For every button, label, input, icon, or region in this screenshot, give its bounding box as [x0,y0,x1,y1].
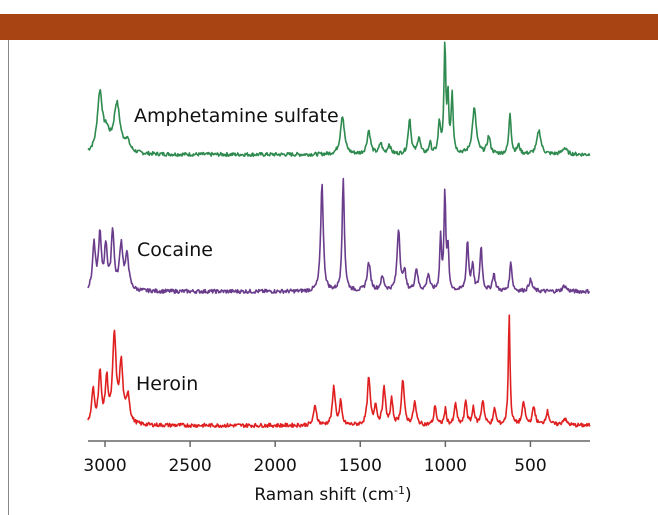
series-layer [87,41,591,429]
series-label-heroin: Heroin [136,373,198,395]
x-axis-label-superscript: -1 [394,484,405,497]
x-axis-label: Raman shift (cm-1) [254,484,411,506]
x-axis-ticks: 3000 2500 2000 1500 1000 500 [83,441,547,476]
series-label-amphetamine-sulfate: Amphetamine sulfate [134,105,339,127]
series-line-heroin [87,314,591,429]
x-tick-label-2500: 2500 [168,456,211,476]
x-tick-label-3000: 3000 [83,456,126,476]
frame-left-border [8,40,9,515]
series-label-cocaine: Cocaine [137,239,213,261]
header-bar [0,14,658,40]
series-line-cocaine [87,177,591,295]
x-tick-label-2000: 2000 [254,456,297,476]
series-line-amphetamine-sulfate [87,41,591,158]
x-tick-label-1000: 1000 [424,456,467,476]
x-tick-label-500: 500 [514,456,546,476]
x-axis-label-main: Raman shift (cm [254,485,394,505]
x-axis-label-close: ) [405,485,412,505]
x-tick-label-1500: 1500 [339,456,382,476]
